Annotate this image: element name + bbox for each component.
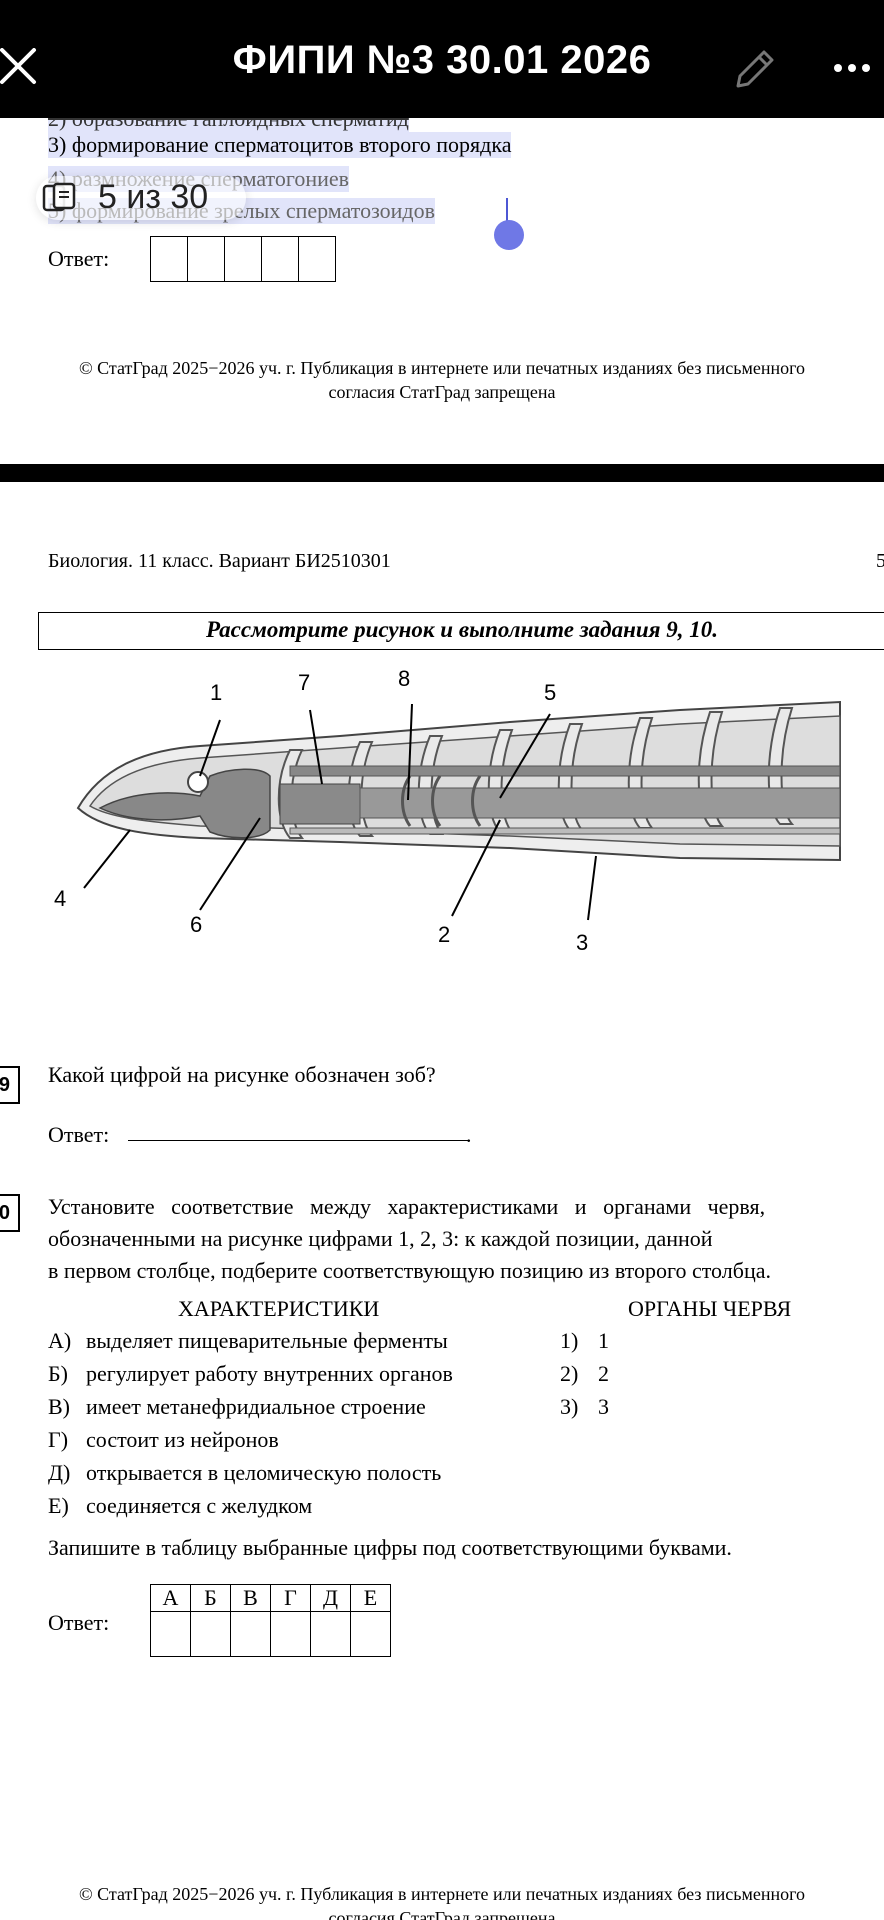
answer-boxes[interactable] — [150, 236, 336, 282]
organ-number: 3) — [560, 1394, 579, 1419]
answer-table-cell[interactable] — [230, 1611, 271, 1657]
question-9-text: Какой цифрой на рисунке обозначен зоб? — [48, 1062, 436, 1087]
more-icon[interactable] — [830, 50, 874, 86]
answer-table-header: Г — [270, 1584, 311, 1612]
question-10-line: обозначенными на рисунке цифрами 1, 2, 3… — [48, 1226, 713, 1251]
answer-table: А Б В Г Д Е — [150, 1584, 391, 1657]
pencil-icon[interactable] — [728, 44, 780, 96]
characteristic-letter: А) — [48, 1328, 72, 1353]
organ-value: 3 — [598, 1394, 609, 1419]
characteristic-letter: Д) — [48, 1460, 71, 1485]
characteristic-letter: Е) — [48, 1493, 69, 1518]
pages-icon — [42, 182, 76, 212]
answer-cell[interactable] — [187, 237, 224, 281]
answer-table-header: А — [150, 1584, 191, 1612]
characteristic-text: выделяет пищеварительные ферменты — [86, 1328, 448, 1353]
question-9-answer-label: Ответ: — [48, 1122, 110, 1147]
write-instruction: Запишите в таблицу выбранные цифры под с… — [48, 1535, 732, 1560]
answer-table-cell[interactable] — [190, 1611, 231, 1657]
answer-table-cell[interactable] — [150, 1611, 191, 1657]
question-number-9: 9 — [0, 1066, 20, 1104]
copyright-line: © СтатГрад 2025−2026 уч. г. Публикация в… — [78, 358, 806, 378]
organ-number: 2) — [560, 1361, 579, 1386]
answer-table-header: Е — [350, 1584, 391, 1612]
answer-table-cell[interactable] — [270, 1611, 311, 1657]
answer-table-header: Д — [310, 1584, 351, 1612]
answer-table-cell[interactable] — [310, 1611, 351, 1657]
characteristic-text: соединяется с желудком — [86, 1493, 313, 1518]
answer-cell[interactable] — [151, 237, 187, 281]
copyright: © СтатГрад 2025−2026 уч. г. Публикация в… — [0, 1882, 884, 1920]
document-page-previous: 2) образование гаплоидных сперматид 3) ф… — [0, 118, 884, 464]
question-10-line: Установите соответствие между характерис… — [48, 1194, 766, 1219]
copyright: © СтатГрад 2025−2026 уч. г. Публикация в… — [0, 356, 884, 404]
earthworm-figure — [76, 700, 841, 921]
document-title: ФИПИ №3 30.01 2026 — [232, 38, 652, 82]
option-line-3: 3) формирование сперматоцитов второго по… — [48, 132, 512, 158]
answer-table-cell[interactable] — [350, 1611, 391, 1657]
organs-header: ОРГАНЫ ЧЕРВЯ — [628, 1296, 792, 1321]
question-9-answer-line[interactable] — [128, 1140, 468, 1141]
characteristic-text: открывается в целомическую полость — [86, 1460, 442, 1485]
app-header: ФИПИ №3 30.01 2026 — [0, 0, 884, 118]
answer-table-header: В — [230, 1584, 271, 1612]
answer-cell[interactable] — [298, 237, 335, 281]
organ-value: 2 — [598, 1361, 609, 1386]
question-10-line: в первом столбце, подберите соответствую… — [48, 1258, 771, 1283]
instruction-box: Рассмотрите рисунок и выполните задания … — [38, 612, 884, 650]
option-line-partial: 2) образование гаплоидных сперматид — [48, 118, 409, 132]
characteristic-letter: Б) — [48, 1361, 68, 1386]
characteristics-header: ХАРАКТЕРИСТИКИ — [178, 1296, 380, 1321]
characteristic-text: регулирует работу внутренних органов — [86, 1361, 453, 1386]
answer-label: Ответ: — [48, 246, 110, 271]
selection-handle[interactable] — [494, 220, 524, 250]
page-number: 5 — [876, 550, 884, 572]
question-number-10: 10 — [0, 1194, 20, 1232]
copyright-line: © СтатГрад 2025−2026 уч. г. Публикация в… — [78, 1884, 806, 1904]
characteristic-letter: Г) — [48, 1427, 69, 1452]
copyright-line: согласия СтатГрад запрещена — [328, 382, 556, 402]
document-page-current: Биология. 11 класс. Вариант БИ2510301 5 … — [0, 482, 884, 1920]
answer-cell[interactable] — [261, 237, 298, 281]
instruction-text: Рассмотрите рисунок и выполните задания … — [206, 617, 718, 642]
page-counter[interactable]: 5 из 30 — [36, 176, 246, 220]
organ-value: 1 — [598, 1328, 609, 1353]
characteristic-text: состоит из нейронов — [86, 1427, 279, 1452]
characteristic-letter: В) — [48, 1394, 70, 1419]
answer-line-end: . — [466, 1122, 472, 1147]
text-cursor — [506, 198, 508, 224]
characteristic-text: имеет метанефридиальное строение — [86, 1394, 426, 1419]
organ-number: 1) — [560, 1328, 579, 1353]
question-10-answer-label: Ответ: — [48, 1610, 110, 1635]
answer-cell[interactable] — [224, 237, 261, 281]
copyright-line: согласия СтатГрад запрещена — [328, 1908, 556, 1920]
page-counter-text: 5 из 30 — [98, 178, 209, 216]
close-icon[interactable] — [0, 48, 40, 88]
answer-table-header: Б — [190, 1584, 231, 1612]
running-header: Биология. 11 класс. Вариант БИ2510301 — [48, 550, 391, 572]
